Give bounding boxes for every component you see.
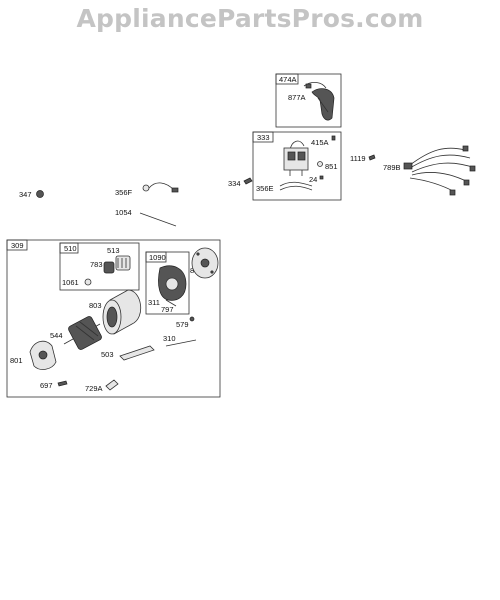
group-333: 333 415A 851 24 356E [252, 131, 342, 201]
callout-334: 334 [228, 179, 241, 188]
callout-309: 309 [11, 241, 24, 250]
rectifier-333-part[interactable] [283, 140, 309, 176]
callout-1119: 1119 [350, 154, 366, 163]
callout-333: 333 [257, 133, 270, 142]
callout-1061: 1061 [62, 278, 79, 287]
callout-503: 503 [101, 350, 114, 359]
terminal-729A-part[interactable] [105, 379, 119, 391]
nut-579-icon[interactable] [189, 316, 195, 322]
callout-1054: 1054 [115, 208, 132, 217]
callout-24: 24 [309, 175, 317, 184]
callout-789B: 789B [383, 163, 401, 172]
callout-579: 579 [176, 320, 189, 329]
group-tag-1090 [145, 251, 167, 263]
callout-803: 803 [89, 301, 102, 310]
callout-310: 310 [163, 334, 176, 343]
callout-783: 783 [90, 260, 103, 269]
brush-assembly-1090-part[interactable] [158, 265, 187, 307]
callout-851: 851 [325, 162, 338, 171]
group-box-474A [275, 73, 342, 128]
group-box-333 [252, 131, 342, 201]
screw-697-icon[interactable] [57, 380, 68, 387]
end-cap-802-part[interactable] [191, 247, 219, 279]
callout-877A: 877A [288, 93, 306, 102]
spring-783-part[interactable] [103, 261, 115, 274]
group-box-1090 [145, 251, 190, 315]
callout-510: 510 [64, 244, 77, 253]
callout-356F: 356F [115, 188, 133, 197]
cable-tie-1054-part[interactable] [139, 212, 177, 227]
pinion-gear-513-part[interactable] [115, 255, 131, 271]
group-309: 309 510 513 783 1061 1090 311 797 802 [6, 239, 221, 398]
wire-harness-789B-part[interactable] [403, 145, 476, 196]
callout-544: 544 [50, 331, 63, 340]
callout-1090: 1090 [149, 253, 166, 262]
callout-347: 347 [19, 190, 32, 199]
callout-801: 801 [10, 356, 23, 365]
retainer-1061-icon[interactable] [84, 278, 92, 286]
armature-544-part[interactable] [63, 315, 103, 350]
callout-697: 697 [40, 381, 53, 390]
callout-311: 311 [148, 298, 160, 307]
group-tag-309 [6, 239, 28, 251]
nut-851-icon[interactable] [317, 161, 323, 167]
group-box-510 [59, 242, 140, 291]
wire-harness-877A-part[interactable] [303, 82, 335, 121]
screw-334-icon[interactable] [243, 177, 253, 185]
callout-729A: 729A [85, 384, 103, 393]
group-474A: 474A 877A [275, 73, 342, 128]
drive-end-cap-801-part[interactable] [29, 340, 57, 370]
callout-474A: 474A [279, 75, 297, 84]
fastener-24-icon[interactable] [319, 175, 324, 180]
callout-356E: 356E [256, 184, 274, 193]
nut-347-icon[interactable] [36, 190, 44, 198]
bracket-503-part[interactable] [119, 345, 155, 361]
through-bolt-310-part[interactable] [165, 339, 197, 347]
group-tag-510 [59, 242, 79, 254]
clip-1119-icon[interactable] [368, 154, 376, 161]
group-tag-333 [252, 131, 274, 143]
group-box-309 [6, 239, 221, 398]
wire-356E-part[interactable] [279, 181, 313, 191]
housing-803-part[interactable] [102, 289, 141, 335]
group-tag-474A [275, 73, 299, 85]
callout-415A: 415A [311, 138, 329, 147]
wire-356F-part[interactable] [142, 182, 179, 193]
callout-797: 797 [161, 305, 174, 314]
screw-415A-icon[interactable] [331, 135, 336, 141]
callout-513: 513 [107, 246, 120, 255]
watermark-logo: AppliancePartsPros.com [76, 4, 424, 33]
